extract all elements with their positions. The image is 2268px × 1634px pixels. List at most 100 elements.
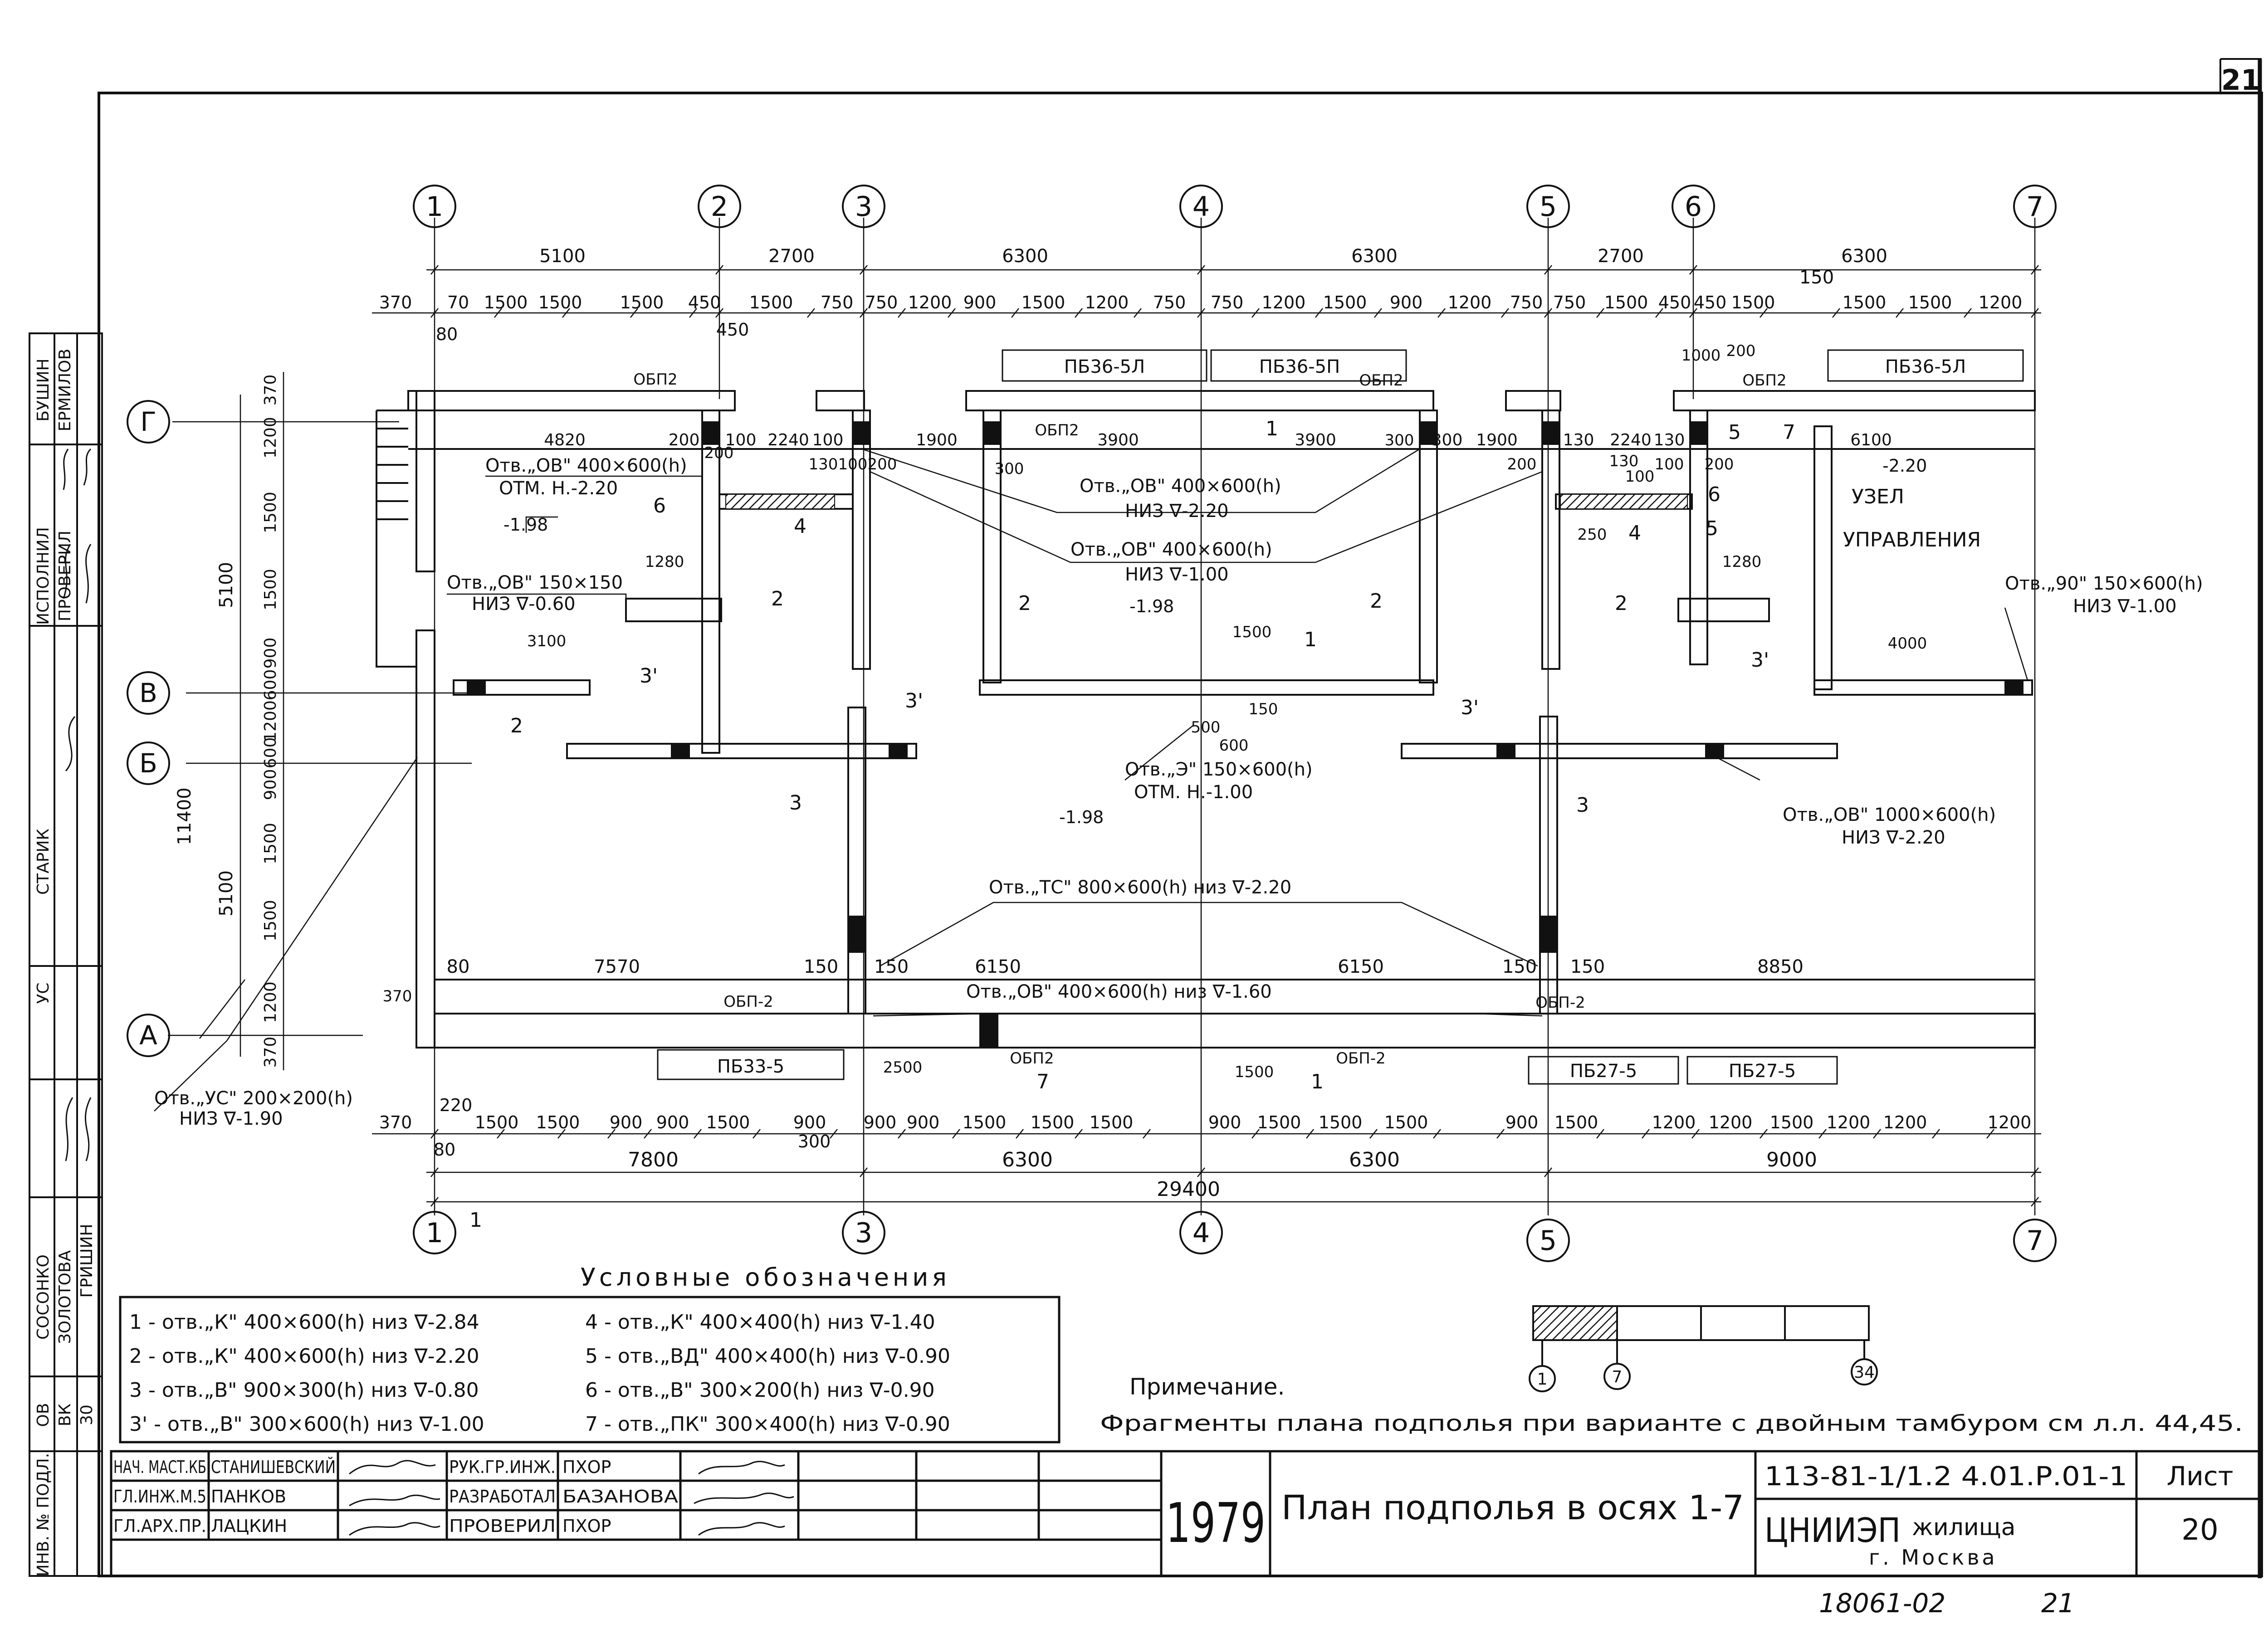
dim: 1200: [261, 981, 280, 1023]
stamp-name: СТАРИК: [34, 829, 53, 895]
dim: 1500: [1908, 293, 1952, 312]
axis-label: Г: [140, 406, 156, 437]
stamp-dept: ВК: [56, 1404, 74, 1426]
panel-label: ПБ33-5: [717, 1056, 784, 1077]
dim: 200: [1507, 455, 1537, 473]
dim: 750: [1153, 293, 1186, 312]
dim: 900: [1208, 1112, 1242, 1132]
axis-label: А: [139, 1020, 157, 1051]
dim: 1200: [1827, 1112, 1871, 1132]
dim: 3900: [1097, 431, 1139, 449]
ref-mark: 7: [1036, 1070, 1049, 1093]
elevation-mark: -1.98: [1059, 807, 1104, 827]
left-inner-dimensions: 370 1200 1500 1500 900 600 1200 600 900 …: [261, 375, 280, 1068]
tb-year: 1979: [1166, 1492, 1266, 1555]
tb-name: ПХОР: [562, 1457, 611, 1477]
opening-label: Отв.„ОВ" 400×600(h) низ ∇-1.60: [966, 981, 1272, 1002]
dim: 1200: [1988, 1112, 2032, 1132]
axis-left: [127, 400, 170, 1057]
dim: 900: [793, 1112, 826, 1132]
dim: 1500: [484, 293, 528, 312]
ref-mark: 5: [1728, 421, 1741, 444]
ref-mark: 2: [771, 587, 784, 610]
ref-mark: 3: [789, 791, 802, 815]
dim: 150: [804, 956, 838, 977]
legend-item: 5 - отв.„ВД" 400×400(h) низ ∇-0.90: [585, 1345, 950, 1368]
dim: 370: [383, 987, 412, 1005]
dim: 900: [864, 1112, 897, 1132]
dim: 7570: [594, 956, 640, 977]
axis-label: 5: [1540, 191, 1557, 223]
dim: 1500: [1319, 1112, 1363, 1132]
dim: 900: [656, 1112, 689, 1132]
dim: 220: [440, 1095, 473, 1115]
building-walls: [376, 390, 2036, 1049]
dim: 200: [868, 455, 897, 473]
opening-label: НИЗ ∇-2.20: [1125, 501, 1229, 522]
dim: 450: [716, 320, 749, 340]
ref-mark: 7: [1783, 421, 1795, 444]
dim: 6150: [975, 956, 1021, 977]
tb-name: СТАНИШЕВСКИЙ: [211, 1457, 336, 1477]
axis-label: 6: [1685, 191, 1702, 223]
legend-frame: [119, 1296, 1061, 1444]
footer-code: 18061-02: [1819, 1588, 1945, 1619]
stamp-name: БУШИН: [34, 358, 53, 421]
dim: 130: [1609, 452, 1639, 470]
axis-label: 3: [855, 191, 872, 223]
bottom-span-dimensions: 7800 6300 6300 9000 29400: [628, 1148, 1817, 1201]
dim: 1500: [1770, 1112, 1814, 1132]
tb-role: РУК.ГР.ИНЖ.: [449, 1457, 556, 1477]
room-name: УПРАВЛЕНИЯ: [1843, 528, 1981, 551]
dim: 600: [261, 669, 280, 701]
dim: 3100: [527, 632, 567, 650]
dim: 1500: [706, 1112, 750, 1132]
dim: 1200: [1709, 1112, 1753, 1132]
axis-bubble-2: [698, 185, 741, 228]
axis-bubble-3: [842, 185, 885, 228]
opening-label: НИЗ ∇-1.00: [2073, 596, 2177, 617]
tb-sheet-no: 20: [2181, 1513, 2218, 1547]
obp-labels: ОБП2 ОБП2 ОБП2 ОБП-2 ОБП-2 ОБП2 ОБП-2 ОБ…: [633, 371, 1786, 1068]
dim: 1500: [963, 1112, 1007, 1132]
dim: 200: [669, 431, 700, 449]
dim: 1200: [1085, 293, 1129, 312]
dim: 900: [1505, 1112, 1539, 1132]
opening-label: Отв.„УС" 200×200(h): [154, 1088, 353, 1109]
dim: 100: [1625, 468, 1655, 486]
ref-mark: 2: [1018, 592, 1031, 615]
dim: 4000: [1888, 634, 1927, 653]
dim: 200: [1705, 455, 1734, 473]
opening-label: Отв.„ОВ" 400×600(h): [485, 455, 687, 476]
dim: 750: [1553, 293, 1586, 312]
title-block-cells: НАЧ. МАСТ.КБ СТАНИШЕВСКИЙ РУК.ГР.ИНЖ. ПХ…: [113, 1457, 678, 1536]
left-outer-dimensions: 5100 11400 5100: [174, 562, 237, 917]
legend-item: 2 - отв.„К" 400×600(h) низ ∇-2.20: [129, 1345, 479, 1368]
ref-mark: 2: [1615, 592, 1628, 615]
dim: 5100: [216, 562, 237, 608]
dim: 100: [1655, 455, 1684, 473]
axis-label: 3: [855, 1217, 872, 1249]
dim: 5100: [539, 246, 586, 267]
dim: 1500: [1843, 293, 1887, 312]
legend-item: 4 - отв.„К" 400×400(h) низ ∇-1.40: [585, 1311, 935, 1334]
stamp-dept: ОВ: [34, 1403, 53, 1427]
dim: 300: [1385, 431, 1414, 449]
ref-mark: 2: [510, 714, 523, 737]
tb-name: БАЗАНОВА: [562, 1487, 678, 1507]
axis-label: 7: [2026, 191, 2043, 223]
side-stamp-text: БУШИН ЕРМИЛОВ ИСПОЛНИЛ ПРОВЕРИЛ СТАРИК У…: [34, 349, 96, 1577]
axis-bubble-4: [1179, 185, 1223, 228]
stamp-role: ПРОВЕРИЛ: [56, 531, 74, 621]
dim: 2240: [767, 431, 809, 449]
misc-dimensions: 200 300 130 200 130 300 200 200 100 1280…: [383, 342, 1927, 1081]
dim: 1280: [1722, 553, 1762, 571]
dim: 150: [1799, 267, 1834, 288]
dim: 1500: [536, 1112, 580, 1132]
dim: 6100: [1850, 431, 1892, 449]
tb-role: ГЛ.ИНЖ.М.5: [113, 1487, 206, 1507]
dim: 370: [379, 293, 412, 312]
opening-label: ОТМ. Н.-1.00: [1134, 782, 1253, 803]
tb-role: НАЧ. МАСТ.КБ: [113, 1457, 206, 1477]
